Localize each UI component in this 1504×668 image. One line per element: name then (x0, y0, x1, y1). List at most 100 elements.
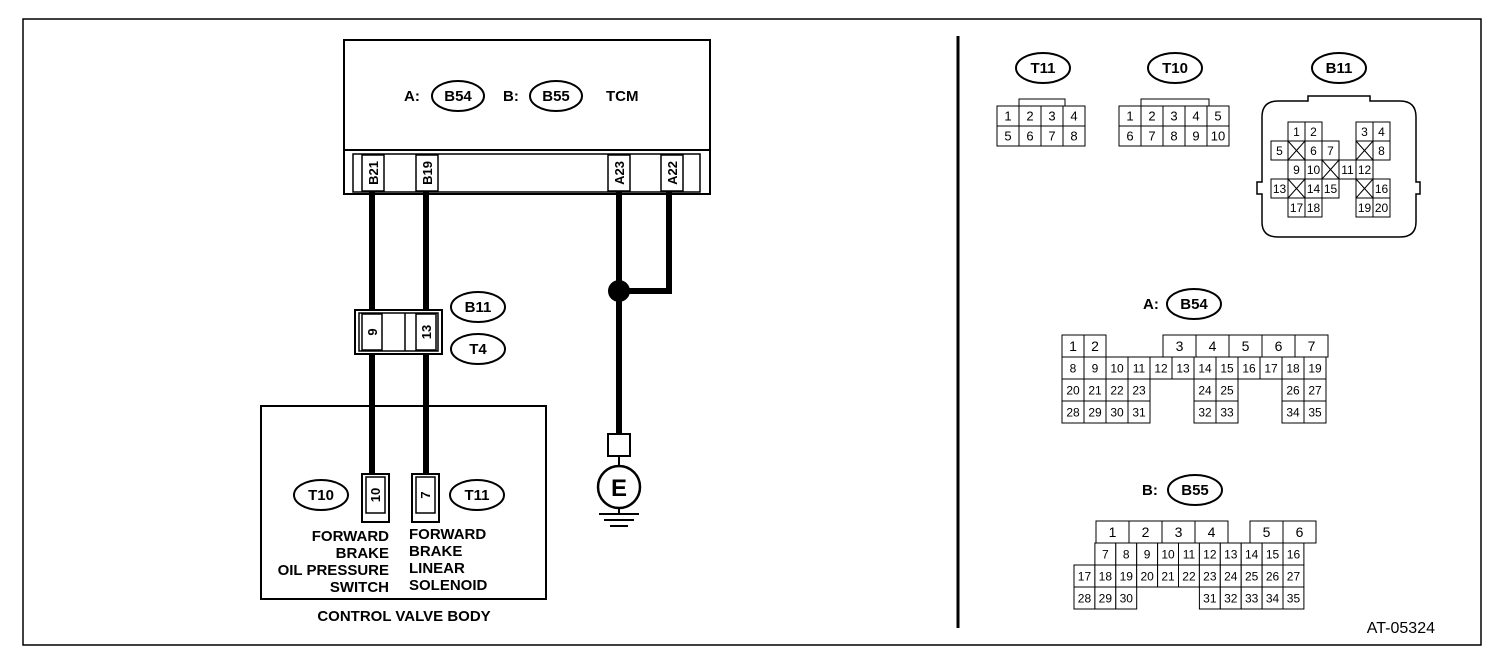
t11-view-id: T11 (1030, 60, 1055, 77)
b54-pin-20: 20 (1066, 383, 1080, 397)
t10-pin-1: 1 (1126, 109, 1133, 124)
t10-pin-10: 10 (1211, 129, 1225, 144)
b54-pin-16: 16 (1242, 361, 1256, 375)
b11-pin-8: 8 (1378, 144, 1385, 158)
b55-pin-21: 21 (1161, 569, 1175, 583)
b11-pin-16: 16 (1375, 182, 1389, 196)
b54-pin-15: 15 (1220, 361, 1234, 375)
t11-pin-6: 6 (1026, 129, 1033, 144)
b55-pin-16: 16 (1287, 547, 1301, 561)
b55-pin-3: 3 (1175, 524, 1183, 540)
b55-pin-19: 19 (1120, 569, 1134, 583)
cvb-right-label-3: LINEAR (409, 560, 465, 577)
wire-a22 (619, 192, 672, 294)
b55-pin-29: 29 (1099, 591, 1113, 605)
b54-pin-26: 26 (1286, 383, 1300, 397)
b55-pin-10: 10 (1161, 547, 1175, 561)
b54-pin-31-cell (1127, 400, 1151, 424)
b55-pin-33: 33 (1245, 591, 1259, 605)
cvb-title: CONTROL VALVE BODY (317, 608, 490, 625)
diagram-frame (22, 18, 1482, 646)
t10-pin-8: 8 (1170, 129, 1177, 144)
t11-pin-7: 7 (1048, 129, 1055, 144)
b11-pin-18: 18 (1307, 201, 1321, 215)
tcm-terminal-strip (352, 153, 701, 193)
b55-pin-12: 12 (1203, 547, 1217, 561)
b11-pin-15-cell (1321, 178, 1340, 199)
b54-pin-5: 5 (1242, 338, 1250, 354)
b54-pin-30: 30 (1110, 405, 1124, 419)
b11-pin-11: 11 (1341, 163, 1354, 177)
t11-pin-5: 5 (1004, 129, 1011, 144)
wires (369, 192, 672, 476)
b55-pin-18: 18 (1099, 569, 1113, 583)
b55-pin-7: 7 (1102, 547, 1109, 561)
cvb-left-connector-oval (293, 479, 349, 511)
b11-pin-1: 1 (1293, 125, 1300, 139)
b54-pin-33: 33 (1220, 405, 1234, 419)
b54-pin-3: 3 (1176, 338, 1184, 354)
b55-pin-22: 22 (1182, 569, 1196, 583)
b11-pin-9: 9 (1293, 163, 1300, 177)
b54-pin-9: 9 (1092, 361, 1099, 375)
b54-pin-31: 31 (1132, 405, 1146, 419)
b54-pin-18: 18 (1286, 361, 1300, 375)
joint-connector: 9 13 B11 T4 (354, 291, 506, 365)
t11-pin-1: 1 (1004, 109, 1011, 124)
b55-pin-5: 5 (1263, 524, 1271, 540)
t10-view-id: T10 (1162, 60, 1188, 77)
b11-pin-20-cell (1372, 197, 1391, 218)
t10-pin-5: 5 (1214, 109, 1221, 124)
cvb-right-connector-oval (449, 479, 505, 511)
b55-pin-30: 30 (1120, 591, 1134, 605)
b11-pin-20: 20 (1375, 201, 1389, 215)
cvb-left-label-4: SWITCH (330, 579, 389, 596)
b55-pin-9: 9 (1144, 547, 1151, 561)
b54-view-id: B54 (1180, 296, 1208, 313)
b54-pin-14: 14 (1198, 361, 1212, 375)
ground-label: E (611, 475, 627, 502)
b11-pin-14: 14 (1307, 182, 1321, 196)
b54-pin-12: 12 (1154, 361, 1168, 375)
b54-pin-33-cell (1215, 400, 1239, 424)
b55-pin-30-cell (1115, 586, 1138, 610)
cvb-left-pin: 10 (368, 488, 383, 502)
b54-pin-29: 29 (1088, 405, 1102, 419)
b54-pin-23: 23 (1132, 383, 1146, 397)
tcm-module: A: B54 B: B55 TCM B21 B19 A23 A22 (343, 39, 711, 195)
b55-pin-1: 1 (1109, 524, 1117, 540)
b11-view-id: B11 (1326, 60, 1353, 77)
t11-pin-2: 2 (1026, 109, 1033, 124)
t11-pin-4: 4 (1070, 109, 1077, 124)
b54-pin-35-cell (1303, 400, 1327, 424)
b11-pin-13: 13 (1273, 182, 1287, 196)
b54-pin-28: 28 (1066, 405, 1080, 419)
b55-pin-11: 11 (1183, 547, 1196, 561)
t10-pin-2: 2 (1148, 109, 1155, 124)
b54-pin-13: 13 (1176, 361, 1190, 375)
t10-pin-10-cell (1206, 125, 1230, 147)
joint-id-top: B11 (465, 299, 492, 316)
b55-pin-15: 15 (1266, 547, 1280, 561)
tcm-title: TCM (606, 88, 639, 105)
b11-pin-10: 10 (1307, 163, 1321, 177)
t10-pin-9: 9 (1192, 129, 1199, 144)
b11-blank-cavity-line (1287, 140, 1306, 161)
t10-pin-6: 6 (1126, 129, 1133, 144)
cvb-left-connector: T10 (308, 487, 334, 504)
b11-blank-cavity-line (1287, 178, 1306, 199)
t10-pin-7: 7 (1148, 129, 1155, 144)
joint-id-bottom: T4 (469, 341, 487, 358)
joint-id-top-oval (450, 291, 506, 323)
b54-pin-11: 11 (1133, 361, 1146, 375)
b55-pin-25: 25 (1245, 569, 1259, 583)
b11-pin-19: 19 (1358, 201, 1372, 215)
b55-pin-14: 14 (1245, 547, 1259, 561)
